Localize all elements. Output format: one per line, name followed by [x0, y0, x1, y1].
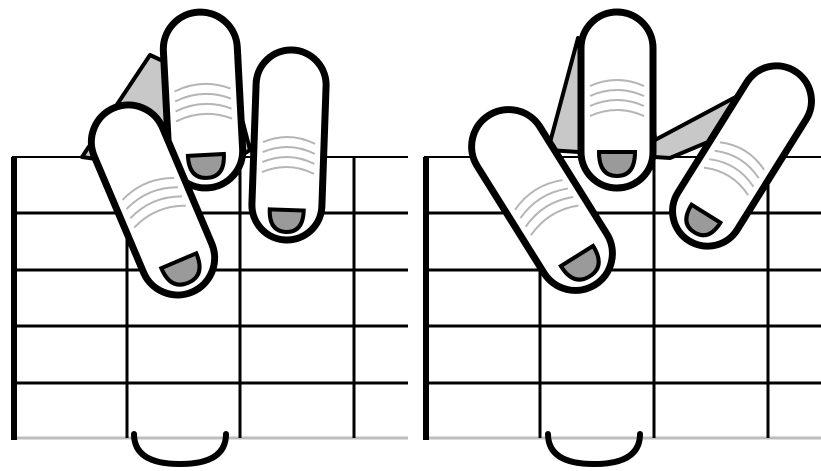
left-fingering-diagram	[12, 10, 408, 464]
fingernail	[188, 154, 225, 179]
right-middle-finger	[581, 12, 653, 188]
right-fingering-diagram	[424, 12, 821, 464]
fingernail	[599, 152, 635, 176]
left-fretboard	[12, 157, 408, 440]
fingernail	[269, 209, 304, 232]
left-ring-finger	[251, 49, 328, 241]
right-fretboard	[424, 157, 821, 440]
